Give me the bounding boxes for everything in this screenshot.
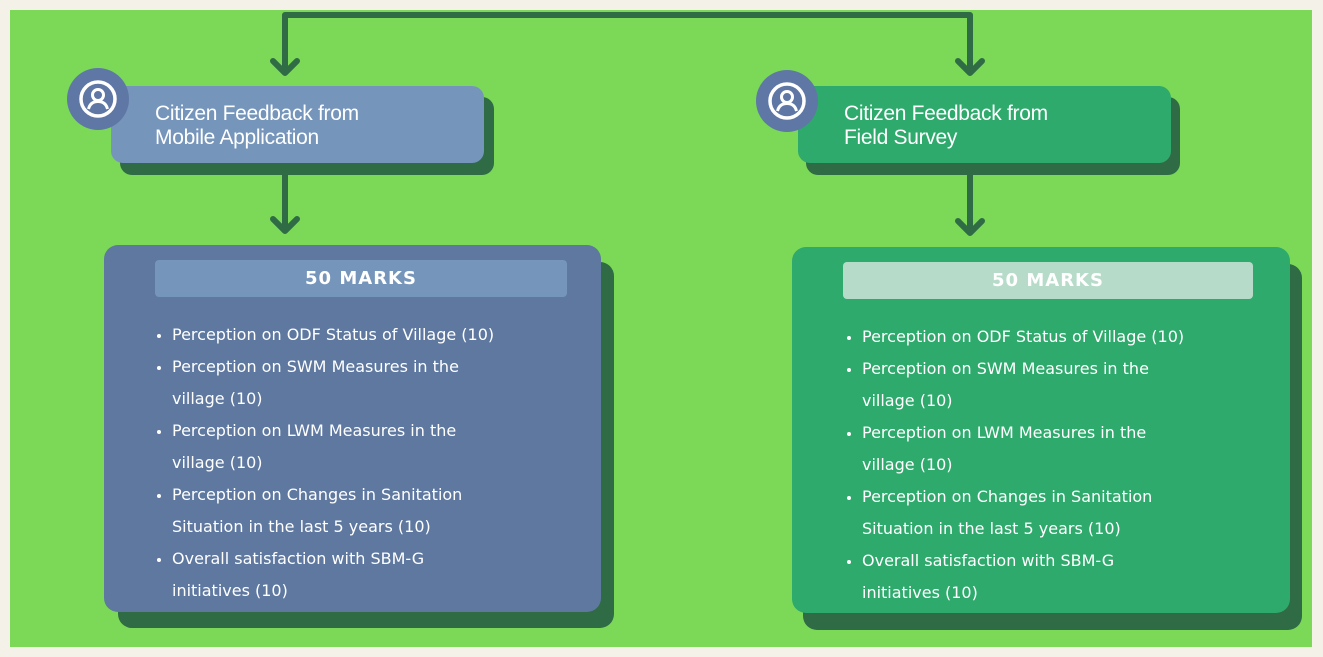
right-avatar-badge <box>756 70 818 132</box>
right-header-box: Citizen Feedback from Field Survey <box>798 86 1171 163</box>
list-item: Perception on LWM Measures in thevillage… <box>172 415 494 479</box>
arrowhead-right-down <box>955 218 985 236</box>
right-marks-badge: 50 MARKS <box>843 262 1253 299</box>
arrowhead-left-top <box>270 58 300 76</box>
left-header-title: Citizen Feedback from Mobile Application <box>155 102 359 149</box>
list-item: Overall satisfaction with SBM-Ginitiativ… <box>172 543 494 607</box>
list-item: Perception on ODF Status of Village (10) <box>862 321 1184 353</box>
list-item: Perception on Changes in SanitationSitua… <box>172 479 494 543</box>
list-item: Perception on ODF Status of Village (10) <box>172 319 494 351</box>
arrowhead-right-top <box>955 58 985 76</box>
left-header-box: Citizen Feedback from Mobile Application <box>111 86 484 163</box>
list-item: Perception on LWM Measures in thevillage… <box>862 417 1184 481</box>
left-criteria-list: Perception on ODF Status of Village (10)… <box>152 319 494 607</box>
left-marks-badge: 50 MARKS <box>155 260 567 297</box>
list-item: Perception on SWM Measures in thevillage… <box>862 353 1184 417</box>
right-criteria-list: Perception on ODF Status of Village (10)… <box>842 321 1184 609</box>
list-item: Overall satisfaction with SBM-Ginitiativ… <box>862 545 1184 609</box>
list-item: Perception on Changes in SanitationSitua… <box>862 481 1184 545</box>
user-circle-icon <box>768 82 806 120</box>
right-criteria-card: 50 MARKS Perception on ODF Status of Vil… <box>792 247 1290 613</box>
left-avatar-badge <box>67 68 129 130</box>
user-circle-icon <box>79 80 117 118</box>
right-header-title: Citizen Feedback from Field Survey <box>844 102 1048 149</box>
top-connector-line <box>282 12 973 75</box>
list-item: Perception on SWM Measures in thevillage… <box>172 351 494 415</box>
arrowhead-left-down <box>270 216 300 234</box>
left-criteria-card: 50 MARKS Perception on ODF Status of Vil… <box>104 245 601 612</box>
